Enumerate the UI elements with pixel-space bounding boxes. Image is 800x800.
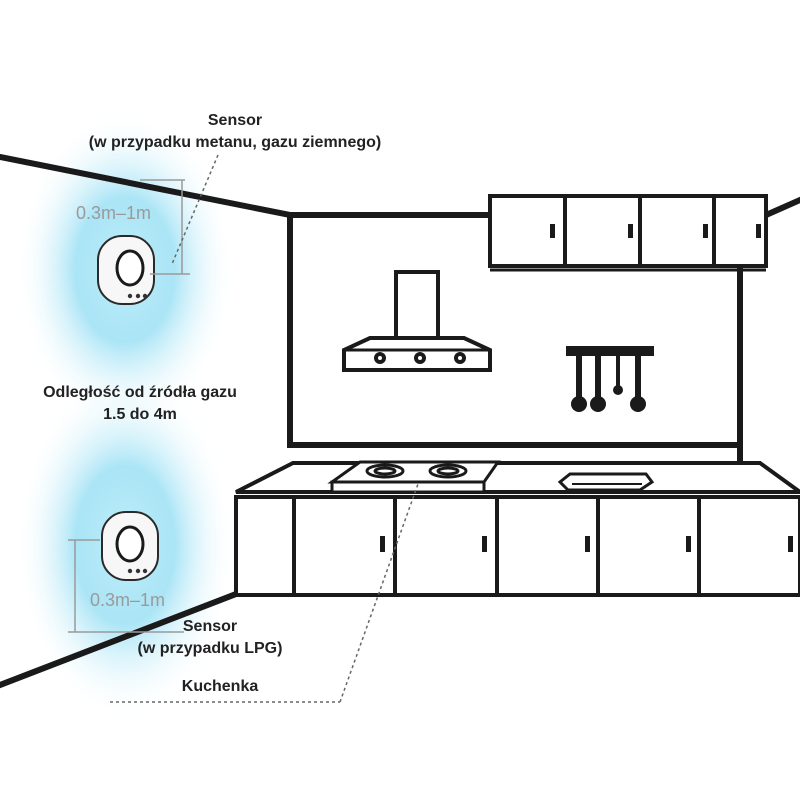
dimension-bracket-top xyxy=(140,179,190,275)
sensor-top-label: Sensor (w przypadku metanu, gazu ziemneg… xyxy=(60,110,410,154)
sensor-top-title: Sensor xyxy=(207,112,263,129)
leader-lines xyxy=(110,154,419,703)
stove-label: Kuchenka xyxy=(181,678,259,695)
utensil-rack xyxy=(566,346,654,412)
distance-label: Odległość od źródła gazu 1.5 do 4m xyxy=(20,382,260,426)
lower-cabinets xyxy=(234,495,800,597)
dimension-bracket-bottom xyxy=(68,539,184,633)
sensor-device-bottom xyxy=(101,511,159,581)
dimension-label-bottom: 0.3m–1m xyxy=(90,590,166,610)
sensor-bottom-subtitle: (w przypadku LPG) xyxy=(137,640,283,657)
sensor-bottom-title: Sensor xyxy=(182,618,238,635)
countertop xyxy=(235,461,800,499)
dimension-label-top: 0.3m–1m xyxy=(76,203,152,223)
sensor-device-top xyxy=(97,235,155,305)
upper-cabinet-handles xyxy=(550,224,761,238)
sink xyxy=(557,472,655,492)
sensor-top-subtitle: (w przypadku metanu, gazu ziemnego) xyxy=(88,134,382,151)
distance-label-line1: Odległość od źródła gazu xyxy=(43,384,237,401)
sensor-bottom-label: Sensor (w przypadku LPG) xyxy=(110,616,310,660)
range-hood xyxy=(342,270,492,372)
stove xyxy=(327,460,501,494)
room-walls xyxy=(0,153,800,689)
distance-label-line2: 1.5 do 4m xyxy=(103,406,177,423)
lower-cabinet-handles xyxy=(380,536,793,552)
